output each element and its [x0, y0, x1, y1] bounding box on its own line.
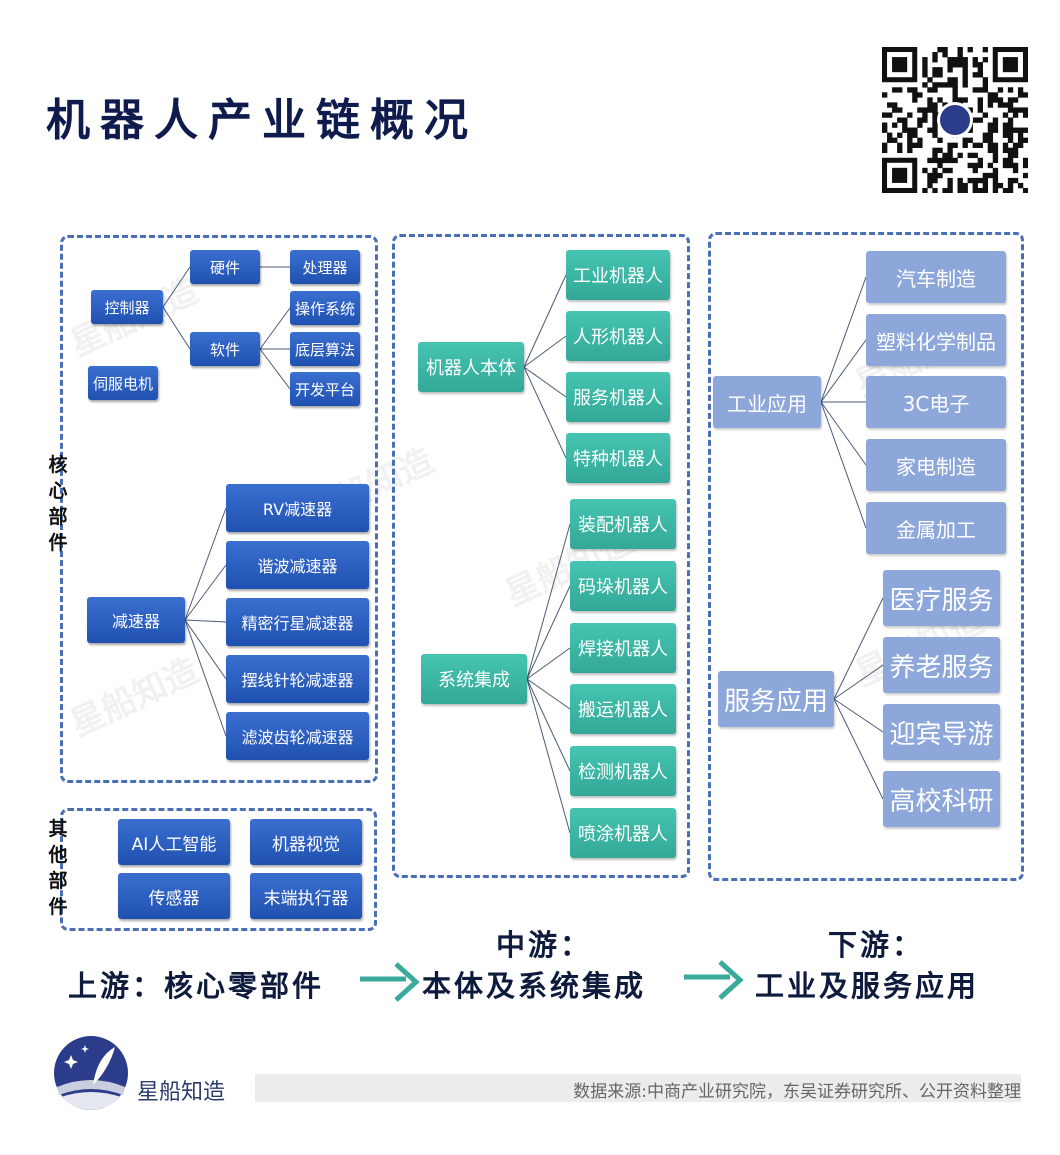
robot-body-item: 特种机器人 [566, 433, 670, 483]
brand-logo [54, 1036, 128, 1110]
integration-item: 喷涂机器人 [570, 808, 676, 858]
service-item: 养老服务 [883, 637, 1000, 693]
reducer-item: 摆线针轮减速器 [226, 655, 369, 703]
integration-item: 搬运机器人 [570, 684, 676, 734]
software-item: 底层算法 [290, 332, 360, 366]
other-item: 末端执行器 [250, 873, 362, 919]
robot-body-item: 工业机器人 [566, 250, 670, 300]
reducer-item: RV减速器 [226, 484, 369, 532]
software-box: 软件 [190, 332, 260, 366]
reducer-item: 滤波齿轮减速器 [226, 712, 369, 760]
reducer-item: 谐波减速器 [226, 541, 369, 589]
downstream-flow-text: 工业及服务应用 [755, 969, 980, 1003]
qr-code [882, 47, 1028, 193]
service-item: 迎宾导游 [883, 704, 1000, 760]
reducer-box: 减速器 [87, 597, 185, 643]
servo-box: 伺服电机 [88, 366, 158, 400]
robot-body-item: 人形机器人 [566, 311, 670, 361]
industrial-item: 金属加工 [866, 502, 1006, 554]
industrial-item: 家电制造 [866, 439, 1006, 491]
robot-body-item: 服务机器人 [566, 372, 670, 422]
downstream-panel [708, 232, 1024, 881]
source-bar [255, 1074, 1021, 1102]
other-components-panel [60, 808, 377, 931]
midstream-panel [392, 234, 690, 878]
industrial-item: 塑料化学制品 [866, 314, 1006, 366]
controller-box: 控制器 [91, 290, 163, 324]
other-item: 传感器 [118, 873, 230, 919]
downstream-label: 下游： [828, 928, 925, 962]
other-item: 机器视觉 [250, 819, 362, 865]
industrial-item: 汽车制造 [866, 251, 1006, 303]
reducer-item: 精密行星减速器 [226, 598, 369, 646]
industrial-item: 3C电子 [866, 376, 1006, 428]
hardware-box: 硬件 [190, 250, 260, 284]
upstream-flow-text: 上游：核心零部件 [68, 969, 325, 1003]
arrow-right-icon [684, 960, 744, 1000]
service-item: 医疗服务 [883, 570, 1000, 626]
midstream-flow-text: 本体及系统集成 [422, 969, 647, 1003]
integration-item: 装配机器人 [570, 499, 676, 549]
integration-item: 码垛机器人 [570, 561, 676, 611]
other-components-label: 其他部件 [48, 818, 68, 918]
arrow-right-icon [360, 962, 420, 1002]
brand-name: 星船知造 [137, 1080, 226, 1105]
service-item: 高校科研 [883, 771, 1000, 827]
processor-box: 处理器 [290, 250, 360, 284]
data-source-text: 数据来源:中商产业研究院，东吴证券研究所、公开资料整理 [573, 1082, 1021, 1102]
industrial-application-box: 工业应用 [713, 376, 821, 428]
midstream-label: 中游： [496, 928, 593, 962]
page-title: 机器人产业链概况 [46, 95, 478, 146]
integration-item: 检测机器人 [570, 746, 676, 796]
robot-body-box: 机器人本体 [418, 342, 524, 392]
core-components-panel [60, 235, 378, 783]
other-item: AI人工智能 [118, 819, 230, 865]
system-integration-box: 系统集成 [421, 654, 527, 704]
core-components-label: 核心部件 [48, 454, 68, 554]
service-application-box: 服务应用 [718, 671, 834, 727]
integration-item: 焊接机器人 [570, 623, 676, 673]
software-item: 操作系统 [290, 291, 360, 325]
software-item: 开发平台 [290, 372, 360, 406]
